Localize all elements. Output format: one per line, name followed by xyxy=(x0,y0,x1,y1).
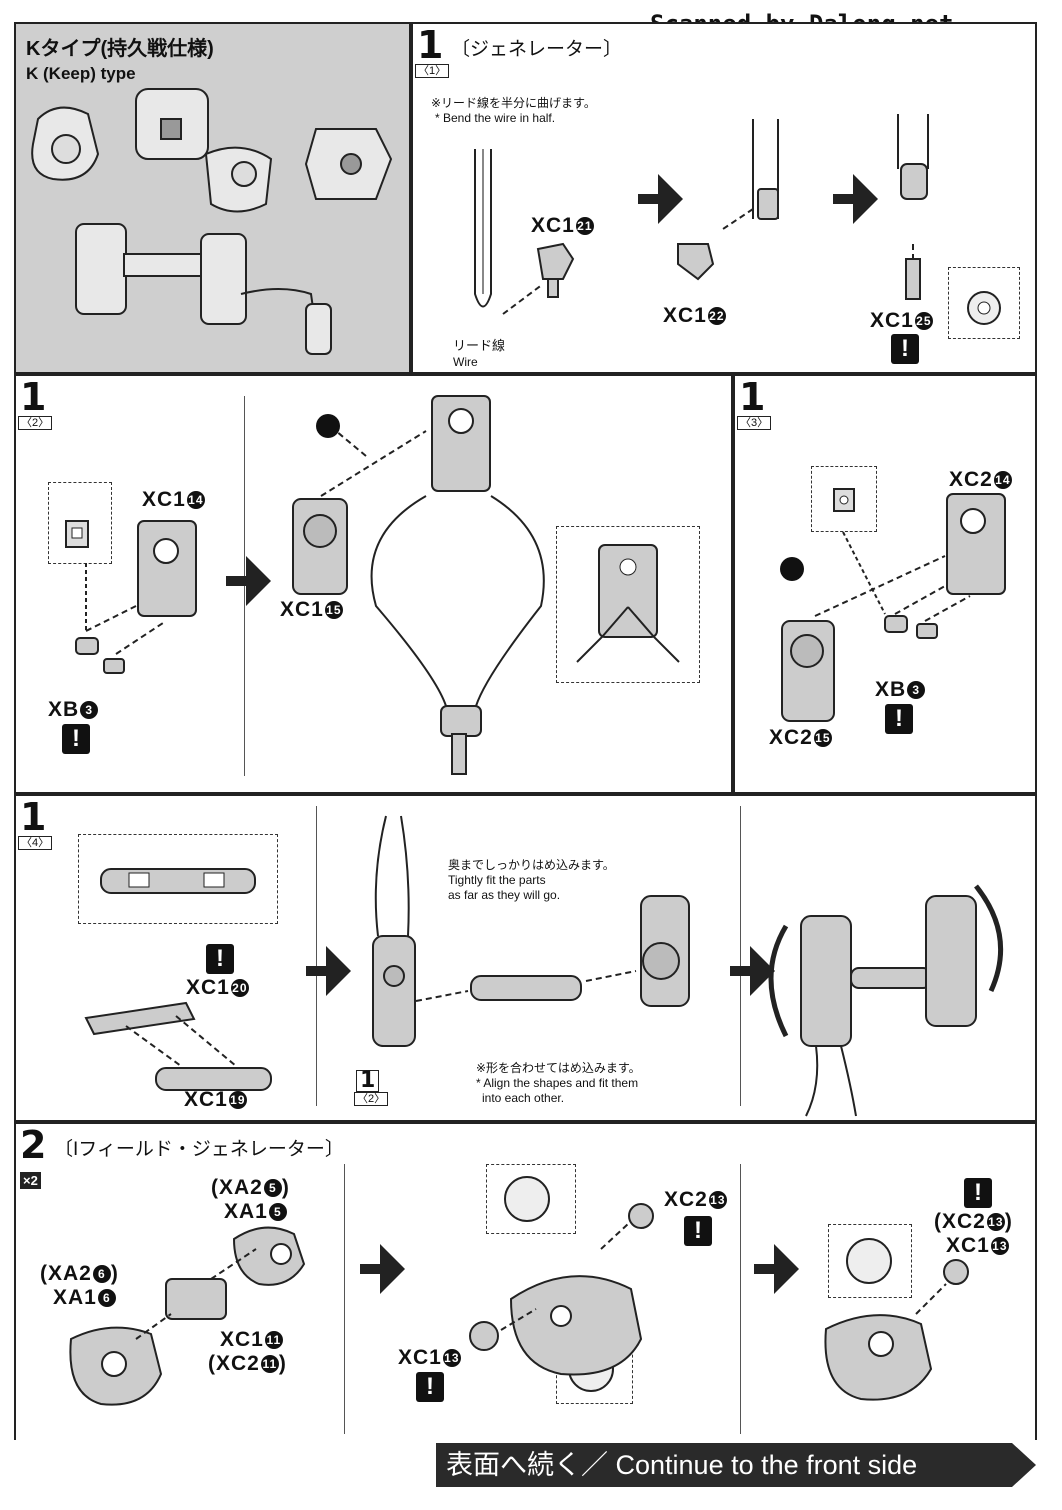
substep-label: 〈1〉 xyxy=(415,64,450,78)
step-number: 1 xyxy=(20,795,47,839)
step-title: 〔Iフィールド・ジェネレーター〕 xyxy=(54,1139,344,1160)
continue-banner: 表面へ続く／ Continue to the front side xyxy=(436,1443,1036,1487)
step-title: 〔ジェネレーター〕 xyxy=(451,39,623,60)
caution-icon: ! xyxy=(206,944,234,974)
generator-assembly-illustration xyxy=(75,395,545,775)
step-number: 1 xyxy=(20,375,47,419)
bend-note-en: * Bend the wire in half. xyxy=(435,111,556,125)
wire-label-en: Wire xyxy=(453,355,478,369)
detail-box xyxy=(48,482,112,564)
bend-note-jp: ※リード線を半分に曲げます。 xyxy=(431,96,596,110)
caution-icon: ! xyxy=(684,1216,712,1246)
divider xyxy=(344,1164,345,1434)
divider xyxy=(740,806,741,1106)
tight-fit-note-en1: Tightly fit the parts xyxy=(448,873,546,887)
step-number: 2 xyxy=(20,1123,47,1167)
ifield-generator-illustration xyxy=(69,1203,969,1406)
align-note-jp: ※形を合わせてはめ込みます。 xyxy=(476,1061,641,1075)
reference-step-number: 1 xyxy=(356,1070,380,1092)
substep-label: 〈3〉 xyxy=(737,416,772,430)
ktype-title-jp: Kタイプ(持久戦仕様) xyxy=(26,38,214,60)
substep-label: 〈2〉 xyxy=(18,416,53,430)
tight-fit-note-jp: 奥までしっかりはめ込みます。 xyxy=(448,858,615,872)
step-number: 1 xyxy=(739,375,766,419)
detail-box xyxy=(78,834,278,924)
ktype-title-en: K (Keep) type xyxy=(26,64,136,83)
detail-box xyxy=(811,466,877,532)
detail-box xyxy=(828,1224,912,1298)
caution-icon: ! xyxy=(964,1178,992,1208)
caution-icon: ! xyxy=(891,334,919,364)
ktype-parts-illustration xyxy=(31,88,393,355)
detail-wire-illustration xyxy=(576,544,680,663)
shaft-assembly-illustration xyxy=(84,815,1004,1117)
tight-fit-note-en2: as far as they will go. xyxy=(448,888,561,902)
detail-shaft-illustration xyxy=(100,868,256,894)
ktype-panel: Kタイプ(持久戦仕様) K (Keep) type xyxy=(14,22,411,374)
detail-part-illustration xyxy=(833,488,855,512)
caution-icon: ! xyxy=(885,704,913,734)
step1-1-panel: 1 〈1〉 〔ジェネレーター〕 ※リード線を半分に曲げます。 * Bend th… xyxy=(411,22,1037,374)
detail-circle-illustration xyxy=(967,291,1001,325)
detail-box xyxy=(556,526,700,683)
detail-circle-illustration xyxy=(504,1176,550,1222)
align-note-en2: into each other. xyxy=(482,1091,565,1105)
generator-assembly-illustration xyxy=(780,493,1006,722)
wire-label-jp: リード線 xyxy=(453,338,506,353)
reference-substep: 〈2〉 xyxy=(354,1092,389,1106)
detail-part-illustration xyxy=(65,520,89,548)
substep-label: 〈4〉 xyxy=(18,836,53,850)
detail-box xyxy=(486,1164,576,1234)
multiplier-badge: ×2 xyxy=(20,1172,41,1189)
detail-circle-illustration xyxy=(846,1238,892,1284)
step-number: 1 xyxy=(417,23,444,67)
detail-box xyxy=(948,267,1020,339)
wire-illustration xyxy=(474,114,929,315)
caution-icon: ! xyxy=(62,724,90,754)
caution-icon: ! xyxy=(416,1372,444,1402)
align-note-en1: * Align the shapes and fit them xyxy=(476,1076,639,1090)
divider xyxy=(316,806,317,1106)
divider xyxy=(740,1164,741,1434)
